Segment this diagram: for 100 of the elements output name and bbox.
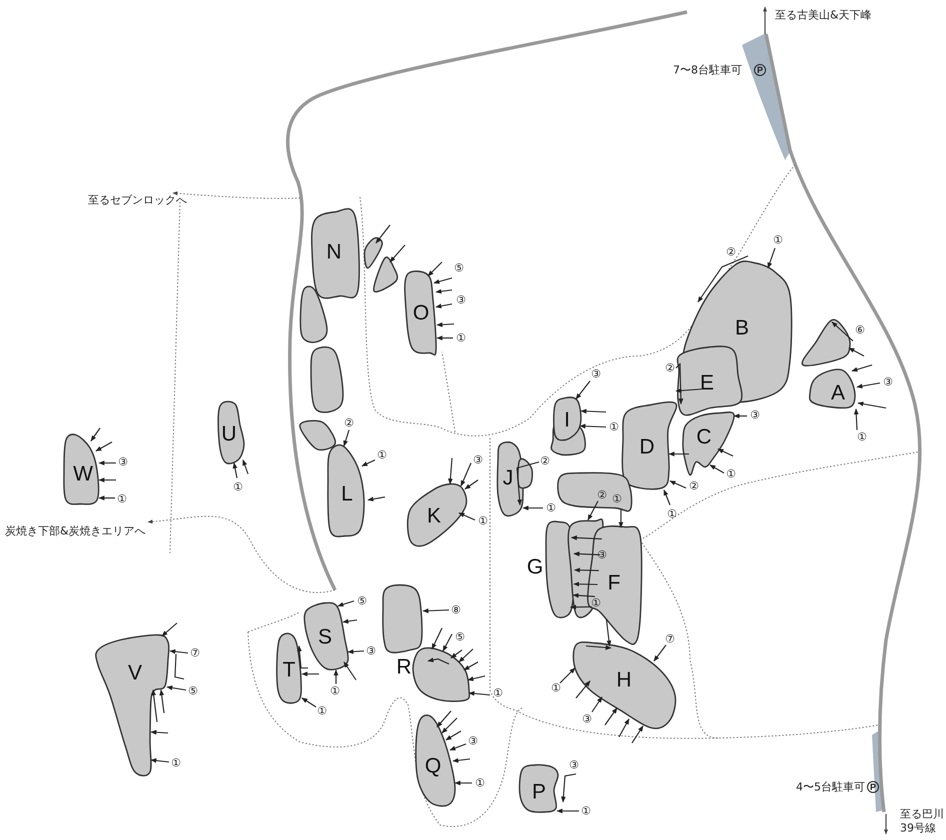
parking-note: 7〜8台駐車可 xyxy=(673,64,742,76)
direction-text: 炭焼き下部&炭焼きエリアへ xyxy=(5,526,146,536)
problem-number: ② xyxy=(597,490,607,500)
boulder xyxy=(363,236,384,270)
boulder xyxy=(573,641,677,730)
boulder xyxy=(808,368,857,409)
boulder xyxy=(299,286,329,344)
problem-number: ① xyxy=(667,508,677,520)
boulder-letter: J xyxy=(502,468,514,488)
problem-number: ⑦ xyxy=(190,648,200,658)
boulder-letter: B xyxy=(735,318,749,338)
problem-number: ⑥ xyxy=(855,324,865,336)
boulder xyxy=(621,402,678,490)
problem-number: ① xyxy=(475,778,485,788)
parking-note: 4〜5台駐車可 xyxy=(796,782,865,792)
boulder xyxy=(309,348,345,412)
boulder-letter: P xyxy=(532,782,546,802)
boulder xyxy=(275,632,303,704)
problem-number: ① xyxy=(330,686,340,696)
problem-number: ⑤ xyxy=(454,262,464,274)
problem-number: ③ xyxy=(366,646,376,656)
boulder-letter: I xyxy=(564,410,570,430)
boulder-letter: N xyxy=(326,242,342,262)
arrow xyxy=(606,619,612,646)
problem-number: ① xyxy=(591,598,601,608)
problem-number: ③ xyxy=(456,294,466,306)
boulder-letter: U xyxy=(221,424,237,444)
boulder-letter: V xyxy=(128,662,142,684)
arrow xyxy=(574,568,599,573)
problem-number: ③ xyxy=(582,714,592,724)
boulder xyxy=(586,525,643,642)
problem-number: ① xyxy=(317,706,327,716)
direction-text: 至る巴川 39号線 xyxy=(900,808,940,836)
boulder xyxy=(681,411,736,477)
problem-number: ① xyxy=(612,494,622,504)
boulder-letter: T xyxy=(282,660,296,680)
boulder xyxy=(676,345,742,417)
boulder xyxy=(62,433,99,506)
arrow xyxy=(570,604,592,610)
problem-number: ① xyxy=(478,516,488,526)
boulder xyxy=(414,714,457,807)
problem-number: ① xyxy=(551,682,561,694)
problem-number: ① xyxy=(117,494,127,504)
boulder xyxy=(381,583,423,654)
boulder xyxy=(518,763,560,814)
problem-number: ① xyxy=(171,758,181,768)
problem-number: ③ xyxy=(569,760,579,770)
boulder-letter: Q xyxy=(424,756,442,776)
boulder xyxy=(326,444,366,538)
problem-number: ① xyxy=(773,234,783,246)
boulder-letter: H xyxy=(616,670,632,690)
problem-number: ⑤ xyxy=(188,686,198,696)
arrow xyxy=(570,535,602,540)
problem-number: ⑤ xyxy=(455,632,465,642)
boulder-letter: L xyxy=(341,484,353,504)
problem-number: ② xyxy=(726,246,736,258)
problem-number: ① xyxy=(726,468,736,480)
problem-number: ⑤ xyxy=(357,596,367,606)
boulder-letter: W xyxy=(73,464,93,484)
direction-text: 至るセブンロックへ xyxy=(88,194,187,206)
boulder-letter: S xyxy=(318,626,332,648)
problem-number: ① xyxy=(377,450,387,460)
problem-number: ① xyxy=(233,482,243,492)
boulder xyxy=(553,396,583,442)
problem-number: ① xyxy=(493,688,503,698)
boulder-letter: G xyxy=(526,556,544,578)
boulder xyxy=(558,471,632,512)
arrow xyxy=(572,593,595,598)
problem-number: ③ xyxy=(750,410,760,420)
problem-number: ③ xyxy=(883,376,893,388)
problem-number: ① xyxy=(581,806,591,816)
parking-sign: P xyxy=(754,64,766,76)
problem-number: ③ xyxy=(473,454,483,466)
boulder xyxy=(310,210,360,298)
boulder xyxy=(408,482,468,547)
boulder-letter: K xyxy=(427,506,441,526)
problem-number: ② xyxy=(540,456,550,466)
problem-number: ② xyxy=(344,418,354,428)
arrow xyxy=(573,582,598,587)
problem-number: ② xyxy=(689,480,699,492)
problem-number: ③ xyxy=(591,368,601,380)
problem-number: ① xyxy=(456,332,466,344)
problem-number: ① xyxy=(609,422,619,432)
problem-number: ① xyxy=(546,502,556,514)
boulder xyxy=(303,601,350,670)
problem-number: ⑧ xyxy=(451,604,461,616)
boulder-letter: E xyxy=(700,372,714,394)
boulder-letter: D xyxy=(639,436,655,458)
parking-sign: P xyxy=(867,781,879,793)
boulder xyxy=(372,256,398,293)
boulder-letter: O xyxy=(412,302,430,324)
boulder xyxy=(96,633,170,774)
boulder xyxy=(404,273,438,355)
boulder-letter: A xyxy=(831,382,845,404)
problem-number: ② xyxy=(665,362,675,374)
boulder-letter: R xyxy=(396,656,412,678)
problem-number: ③ xyxy=(468,736,478,746)
boulder xyxy=(801,318,852,367)
arrow xyxy=(618,508,624,528)
boulder xyxy=(298,420,337,450)
